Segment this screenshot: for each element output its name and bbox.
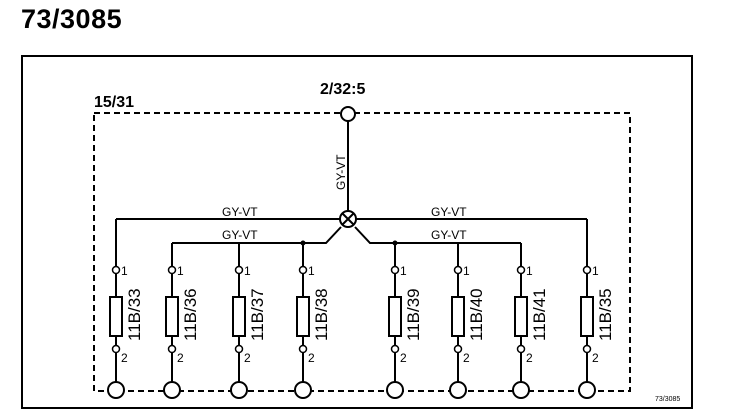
pin2-label: 2 [463, 351, 470, 365]
pin1-label: 1 [244, 264, 251, 278]
component-column: 1 2 11B/39 [386, 243, 423, 399]
pin1-circle [111, 265, 121, 275]
pin2-label: 2 [308, 351, 315, 365]
component-column: 1 2 11B/36 [163, 243, 200, 399]
pin1-label: 1 [526, 264, 533, 278]
pin2-circle [516, 344, 526, 354]
component-body [388, 296, 402, 337]
component-label: 11B/38 [312, 288, 331, 341]
component-label: 11B/36 [181, 288, 200, 341]
component-group: 1 2 11B/33 1 2 11B/36 1 2 11B/37 1 2 11B/38 1 2 11B/39… [107, 219, 615, 399]
pin2-label: 2 [592, 351, 599, 365]
terminal-circle [163, 381, 181, 399]
component-body [232, 296, 246, 337]
upper-right-wire-label: GY-VT [431, 205, 467, 219]
diagram-title: 73/3085 [21, 4, 123, 34]
pin1-circle [453, 265, 463, 275]
component-column: 1 2 11B/33 [107, 219, 144, 399]
pin1-label: 1 [400, 264, 407, 278]
pin1-label: 1 [463, 264, 470, 278]
pin2-circle [298, 344, 308, 354]
dashed-enclosure [93, 112, 631, 392]
pin2-label: 2 [244, 351, 251, 365]
top-connector-label: 2/32:5 [320, 81, 365, 98]
terminal-circle [512, 381, 530, 399]
pin2-circle [453, 344, 463, 354]
pin1-label: 1 [308, 264, 315, 278]
pin2-label: 2 [121, 351, 128, 365]
pin2-circle [111, 344, 121, 354]
component-label: 11B/37 [248, 288, 267, 341]
frame-label: 15/31 [94, 94, 134, 111]
component-body [165, 296, 179, 337]
terminal-circle [578, 381, 596, 399]
component-column: 1 2 11B/40 [449, 243, 486, 399]
component-label: 11B/39 [404, 288, 423, 341]
lower-left-wire-label: GY-VT [222, 228, 258, 242]
component-body [580, 296, 594, 337]
component-label: 11B/40 [467, 288, 486, 341]
pin2-label: 2 [177, 351, 184, 365]
pin1-circle [298, 265, 308, 275]
component-label: 11B/33 [125, 288, 144, 341]
pin2-circle [390, 344, 400, 354]
pin2-circle [582, 344, 592, 354]
top-connector-terminal [340, 106, 356, 122]
splice-icon [339, 210, 357, 228]
lower-bus-right [354, 226, 521, 244]
lower-bus-left [172, 226, 342, 244]
pin1-circle [234, 265, 244, 275]
component-body [296, 296, 310, 337]
component-body [451, 296, 465, 337]
upper-left-wire-label: GY-VT [222, 205, 258, 219]
pin1-label: 1 [592, 264, 599, 278]
pin1-circle [167, 265, 177, 275]
pin1-label: 1 [121, 264, 128, 278]
terminal-circle [230, 381, 248, 399]
component-column: 1 2 11B/38 [294, 243, 331, 399]
terminal-circle [386, 381, 404, 399]
pin2-circle [167, 344, 177, 354]
terminal-circle [294, 381, 312, 399]
component-body [514, 296, 528, 337]
lower-right-wire-label: GY-VT [431, 228, 467, 242]
component-column: 1 2 11B/37 [230, 243, 267, 399]
component-label: 11B/41 [530, 288, 549, 341]
component-label: 11B/35 [596, 288, 615, 341]
pin2-label: 2 [526, 351, 533, 365]
reference-code: 73/3085 [655, 396, 680, 403]
component-column: 1 2 11B/35 [578, 219, 615, 399]
pin1-circle [516, 265, 526, 275]
component-body [109, 296, 123, 337]
outer-frame [21, 55, 693, 409]
pin1-circle [390, 265, 400, 275]
pin1-circle [582, 265, 592, 275]
vertical-wire-label: GY-VT [334, 154, 348, 190]
pin1-label: 1 [177, 264, 184, 278]
component-column: 1 2 11B/41 [512, 243, 549, 399]
pin2-circle [234, 344, 244, 354]
pin2-label: 2 [400, 351, 407, 365]
terminal-circle [449, 381, 467, 399]
terminal-circle [107, 381, 125, 399]
